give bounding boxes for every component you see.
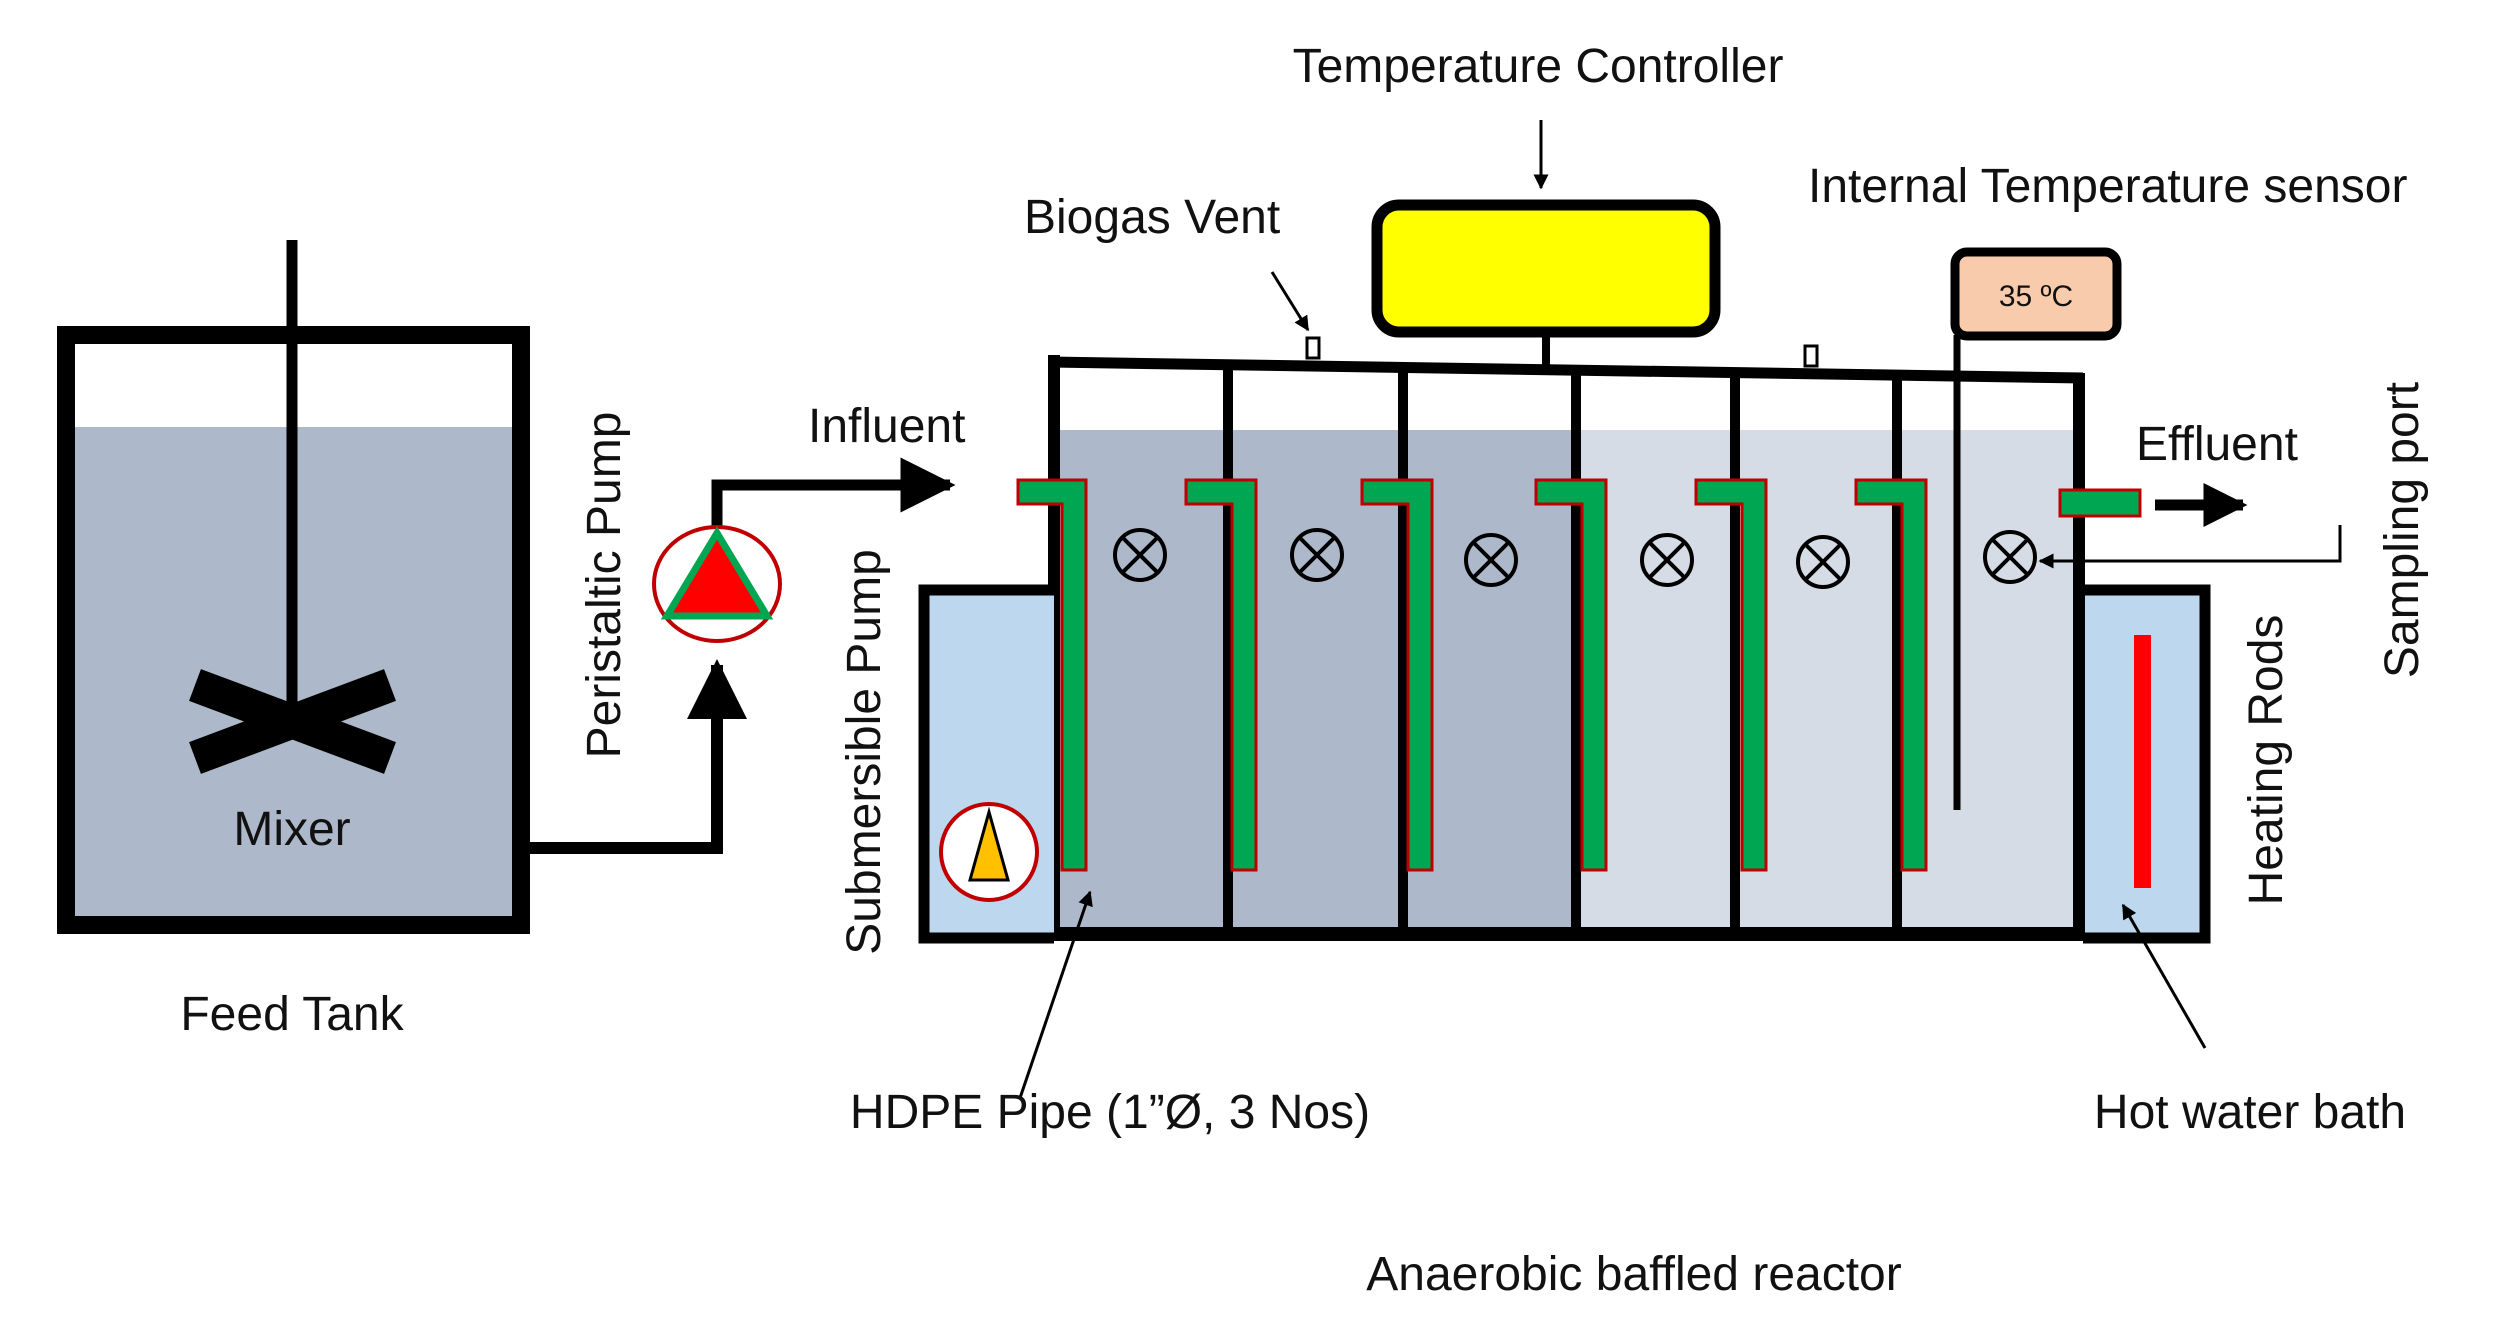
temperature-controller-box (1371, 199, 1721, 338)
hdpe-pipe (1184, 478, 1258, 872)
reactor-liquid-dark (1054, 430, 1576, 929)
mixer (189, 240, 396, 774)
sensor-reading: 35 ºC (1999, 280, 2073, 313)
sampling-port-symbol (1113, 528, 1167, 582)
hdpe-pipe (1694, 478, 1768, 872)
sampling-port-symbol (1640, 533, 1694, 587)
biogas-vent (1803, 344, 1819, 368)
feed-line-lower (521, 659, 747, 854)
reactor-caption: Anaerobic baffled reactor (1366, 1248, 1901, 1301)
peristaltic-pump-triangle (660, 526, 774, 620)
sampling-port-symbol (1983, 530, 2037, 584)
feed-line-upper (711, 457, 956, 535)
sampling-port-symbol (1290, 528, 1344, 582)
sampling-port-symbol (1796, 535, 1850, 589)
biogas-vents (1305, 336, 1819, 368)
sampling-port-callout (2038, 525, 2342, 569)
hdpe-pipe-label: HDPE Pipe (1”Ø, 3 Nos) (850, 1086, 1370, 1139)
submersible-pump-box-outline (918, 584, 1054, 944)
hdpe-pipe (1360, 478, 1434, 872)
feed-tank-label: Feed Tank (180, 988, 404, 1041)
effluent-pipe (2058, 488, 2142, 518)
effluent-label: Effluent (2136, 418, 2298, 471)
hot-water-bath-pointer (2121, 903, 2207, 1049)
sampling-port-symbol (1464, 533, 1518, 587)
hdpe-pipe (1016, 478, 1088, 872)
influent-label: Influent (808, 400, 965, 453)
hdpe-pipe-pointer (1018, 890, 1093, 1099)
submersible-pump-box (918, 584, 1054, 944)
heating-rod (2134, 635, 2151, 888)
peristaltic-pump (652, 525, 782, 643)
feed-line (521, 457, 956, 854)
temperature-controller (1371, 199, 1721, 366)
peristaltic-pump-label: Peristaltic Pump (578, 412, 631, 759)
hdpe-pipe (1854, 478, 1928, 872)
reactor-lid (1049, 356, 2084, 384)
reactor (1048, 355, 2085, 941)
biogas-vent-pointer (1270, 271, 1310, 332)
heating-rods-label: Heating Rods (2240, 615, 2293, 906)
biogas-vent (1305, 336, 1321, 360)
hot-water-bath-label: Hot water bath (2094, 1086, 2406, 1139)
hot-water-bath-outline (2083, 584, 2211, 944)
temperature-controller-label: Temperature Controller (1293, 40, 1784, 93)
hot-water-bath (2083, 584, 2211, 944)
sampling-ports (1113, 528, 2037, 589)
submersible-pump-label: Submersible Pump (838, 549, 891, 955)
internal-temperature-sensor-label: Internal Temperature sensor (1808, 160, 2407, 213)
reactor-liquid-light (1576, 430, 2079, 929)
internal-temperature-sensor: 35 ºC (1950, 247, 2122, 810)
hdpe-pipes (1016, 478, 2142, 872)
sampling-port-label: Sampling port (2376, 382, 2429, 678)
mixer-blade (189, 669, 396, 774)
mixer-label: Mixer (233, 803, 350, 856)
hdpe-pipe (1534, 478, 1608, 872)
biogas-vent-label: Biogas Vent (1024, 191, 1280, 244)
submersible-pump-triangle (968, 806, 1010, 882)
sensor-display (1950, 247, 2122, 341)
